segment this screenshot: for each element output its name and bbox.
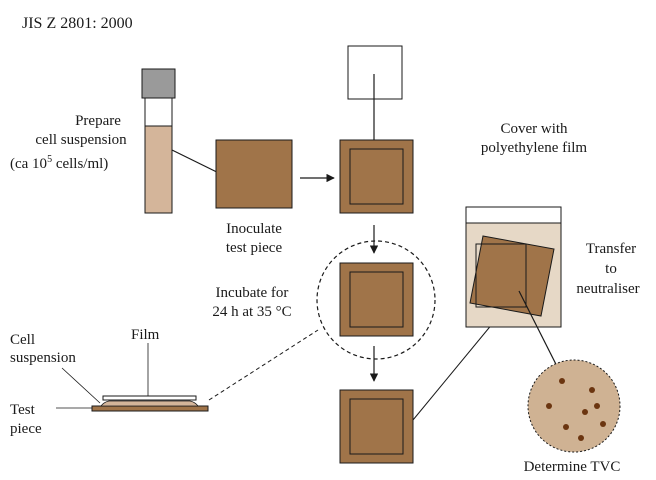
cross-section-suspension [100,400,199,407]
neutraliser-container [465,206,562,328]
final-film-outline [349,398,404,455]
transfer-label-line2: to [605,261,617,277]
petri-dish [527,359,621,453]
cover-label-line1: Cover with [500,121,568,137]
prepare-line3-prefix: (ca 10 [10,156,48,172]
transfer-label-line1: Transfer [585,241,637,257]
cross-section-detail [56,343,209,412]
incubate-label-line1: Incubate for [215,285,289,301]
incubated-film-outline [349,271,404,328]
test-piece-label-line2: piece [10,421,42,437]
transfer-line [412,322,494,421]
inoculated-test-piece [215,139,293,209]
colony [600,421,606,427]
final-test-piece [339,389,414,464]
incubation-circle [316,240,436,360]
detail-connector [208,329,319,401]
colony [563,424,569,430]
transfer-label-line3: neutraliser [576,281,640,297]
prepare-label-line2: cell suspension [35,132,127,148]
colony [559,378,565,384]
cell-suspension-liquid [144,125,173,214]
film-label: Film [131,327,160,343]
determine-tvc-label: Determine TVC [523,459,621,475]
cross-section-test-piece [91,405,209,412]
prepare-line3-exponent: 5 [47,154,53,165]
prepare-line3-suffix: cells/ml) [52,156,109,172]
cross-section-film [102,395,197,401]
cell-suspension-label-line2: suspension [10,350,76,366]
polyethylene-film-sheet [347,45,403,100]
test-tube-cap [141,68,176,99]
colony [546,403,552,409]
cell-suspension-label-line1: Cell [10,332,35,348]
inoculate-label-line2: test piece [225,240,283,256]
cover-label-line2: polyethylene film [480,140,588,156]
colony [594,403,600,409]
colony [589,387,595,393]
incubate-label-line2: 24 h at 35 °C [212,304,292,320]
covered-test-piece [339,139,414,214]
inoculate-label-line1: Inoculate [226,221,282,237]
colony [578,435,584,441]
covered-film-outline [349,148,404,205]
standard-title: JIS Z 2801: 2000 [22,15,133,32]
test-tube [141,68,176,214]
test-piece-label-line1: Test [10,402,35,418]
petri-dish-plate [527,359,621,453]
cell-suspension-leader-line [61,367,101,404]
incubated-test-piece [339,262,414,337]
prepare-label-line1: Prepare [75,113,121,129]
submerged-film [475,243,527,308]
submerged-test-piece [469,235,555,317]
colony [582,409,588,415]
prepare-label-line3: (ca 105 cells/ml) [10,150,108,174]
